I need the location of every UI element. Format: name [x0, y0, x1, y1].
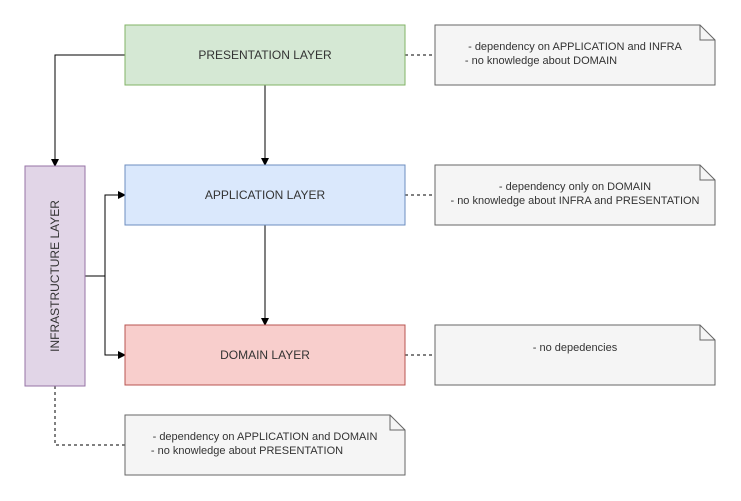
presentation-note-shape	[434, 24, 716, 86]
infrastructure-layer-label: INFRASTRUCTURE LAYER	[48, 200, 62, 352]
application-layer-box	[124, 164, 406, 226]
infrastructure-note-line-2: - no knowledge about PRESENTATION	[151, 445, 343, 457]
domain-layer-box	[124, 324, 406, 386]
presentation-note-line-1: - dependency on APPLICATION and INFRA	[468, 41, 682, 53]
application-note-shape	[434, 164, 716, 226]
presentation-note: - dependency on APPLICATION and INFRA - …	[434, 24, 716, 86]
application-note: - dependency only on DOMAIN - no knowled…	[434, 164, 716, 226]
application-note-fold	[699, 165, 715, 181]
presentation-layer-box	[124, 24, 406, 86]
presentation-layer-label: PRESENTATION LAYER	[198, 48, 332, 62]
infrastructure-layer-box	[24, 165, 86, 387]
application-note-line-2: - no knowledge about INFRA and PRESENTAT…	[450, 195, 699, 207]
application-note-line-1: - dependency only on DOMAIN	[499, 181, 651, 193]
application-layer-label: APPLICATION LAYER	[205, 188, 326, 202]
link-infrastructure-note	[54, 386, 125, 446]
application-layer: APPLICATION LAYER	[124, 164, 406, 226]
note-links	[54, 54, 435, 446]
infrastructure-note: - dependency on APPLICATION and DOMAIN -…	[124, 414, 406, 476]
edge-infrastructure-to-application	[85, 191, 126, 277]
presentation-layer: PRESENTATION LAYER	[124, 24, 406, 86]
domain-layer: DOMAIN LAYER	[124, 324, 406, 386]
presentation-note-line-2: - no knowledge about DOMAIN	[465, 55, 617, 67]
domain-note-fold	[699, 325, 715, 341]
connectors	[51, 54, 269, 359]
presentation-note-fold	[699, 25, 715, 41]
domain-note-shape	[434, 324, 716, 386]
infrastructure-layer: INFRASTRUCTURE LAYER	[24, 165, 86, 387]
edge-presentation-to-infrastructure	[51, 54, 125, 167]
edge-infrastructure-to-domain	[104, 276, 126, 359]
domain-note: - no depedencies	[434, 324, 716, 386]
infrastructure-note-shape	[124, 414, 406, 476]
domain-layer-label: DOMAIN LAYER	[220, 348, 310, 362]
domain-note-line-1: - no depedencies	[533, 342, 618, 354]
infrastructure-note-fold	[389, 415, 405, 431]
infrastructure-note-line-1: - dependency on APPLICATION and DOMAIN	[153, 431, 378, 443]
